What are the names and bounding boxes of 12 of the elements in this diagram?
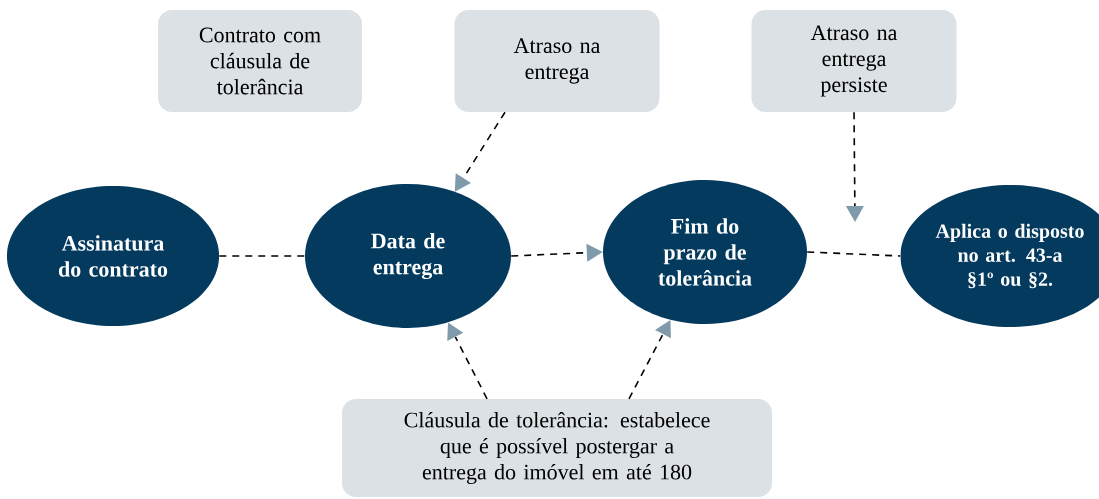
arrow [454, 111, 506, 192]
arrow [447, 322, 488, 400]
arrow [628, 319, 671, 400]
rounded-box: Contrato com cláusula de tolerância [158, 10, 362, 112]
arrow [845, 111, 864, 222]
rounded-box: Cláusula de tolerância: estabelece que é possível postergar a entrega do imóvel em até 180 [342, 399, 772, 497]
rounded-box: Atraso na entrega persiste [751, 10, 957, 112]
arrow [510, 243, 603, 262]
ellipse-node: Data de entrega [305, 184, 511, 328]
ellipse-node: Assinatura do contrato [6, 186, 220, 326]
rounded-box: Atraso na entrega [454, 10, 660, 112]
ellipse-node: Fim do prazo de tolerância [603, 180, 807, 324]
